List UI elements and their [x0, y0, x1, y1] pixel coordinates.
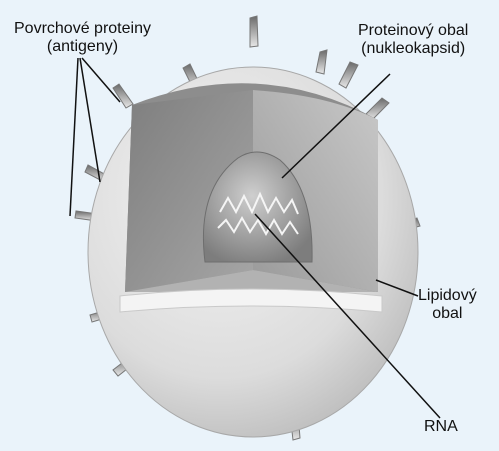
label-capsid-line2: (nukleokapsid): [358, 40, 468, 58]
label-lipid-envelope: Lipidový obal: [418, 287, 477, 323]
label-lipid-envelope-line1: Lipidový: [418, 287, 477, 305]
label-capsid-line1: Proteinový obal: [358, 22, 468, 40]
label-rna-text: RNA: [424, 418, 458, 436]
label-rna: RNA: [424, 418, 458, 436]
label-surface-proteins-line2: (antigeny): [14, 38, 151, 56]
label-capsid: Proteinový obal (nukleokapsid): [358, 22, 468, 58]
label-lipid-envelope-line2: obal: [418, 305, 477, 323]
label-surface-proteins: Povrchové proteiny (antigeny): [14, 20, 151, 56]
label-surface-proteins-line1: Povrchové proteiny: [14, 20, 151, 38]
